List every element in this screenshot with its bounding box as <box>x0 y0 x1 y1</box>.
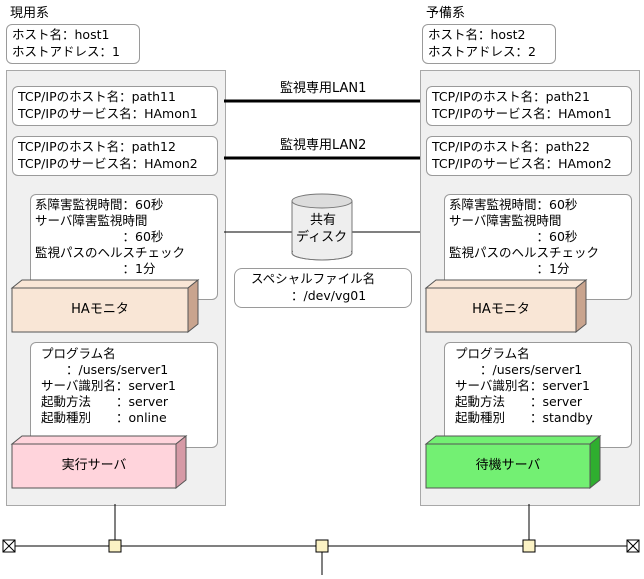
center-connector-icon <box>315 539 329 553</box>
lan2-label: 監視専用LAN2 <box>280 138 367 153</box>
primary-path2-service: TCP/IPのサービス名：HAmon2 <box>18 156 198 171</box>
primary-settings-line: ：1分 <box>35 261 156 276</box>
primary-program-line: プログラム名 <box>41 346 116 361</box>
primary-host-address: ホストアドレス：1 <box>12 44 120 59</box>
left-terminator-icon <box>2 539 16 553</box>
primary-host-name: ホスト名：host1 <box>12 27 110 42</box>
standby-path2-box: TCP/IPのホスト名：path22 TCP/IPのサービス名：HAmon2 <box>426 136 632 176</box>
right-terminator-icon <box>626 539 640 553</box>
primary-path1-service: TCP/IPのサービス名：HAmon1 <box>18 106 198 121</box>
primary-connector-icon <box>108 539 122 553</box>
primary-settings-line: 系障害監視時間：60秒 <box>35 197 164 212</box>
standby-settings-line: サーバ障害監視時間 <box>449 213 562 228</box>
special-file-box: スペシャルファイル名 ：/dev/vg01 <box>234 268 412 308</box>
primary-path2-host: TCP/IPのホスト名：path12 <box>18 139 176 154</box>
primary-program-line: サーバ識別名：server1 <box>41 378 176 393</box>
primary-settings-line: ：60秒 <box>35 229 164 244</box>
primary-ha-label: HAモニタ <box>71 302 129 317</box>
standby-connector-icon <box>522 539 536 553</box>
primary-program-line: ：/users/server1 <box>41 362 169 377</box>
standby-program-line: プログラム名 <box>455 346 530 361</box>
standby-path2-host: TCP/IPのホスト名：path22 <box>432 139 590 154</box>
standby-path1-box: TCP/IPのホスト名：path21 TCP/IPのサービス名：HAmon1 <box>426 86 632 126</box>
standby-program-line: 起動方法 ：server <box>455 394 583 409</box>
active-server-box <box>10 434 188 490</box>
primary-settings-line: サーバ障害監視時間 <box>35 213 148 228</box>
primary-settings-line: 監視パスのヘルスチェック <box>35 245 186 260</box>
lan1-label: 監視専用LAN1 <box>280 81 367 96</box>
standby-host-box: ホスト名：host2 ホストアドレス：2 <box>422 24 556 64</box>
standby-path2-service: TCP/IPのサービス名：HAmon2 <box>432 156 612 171</box>
standby-program-line: サーバ識別名：server1 <box>455 378 590 393</box>
standby-program-line: 起動種別 ：standby <box>455 410 593 425</box>
standby-program-line: ：/users/server1 <box>455 362 583 377</box>
standby-title: 予備系 <box>426 6 466 21</box>
shared-disk-icon <box>291 193 353 261</box>
special-file-label: スペシャルファイル名 <box>251 271 376 286</box>
primary-host-box: ホスト名：host1 ホストアドレス：1 <box>6 24 140 64</box>
primary-path1-host: TCP/IPのホスト名：path11 <box>18 89 176 104</box>
active-server-label: 実行サーバ <box>61 458 127 473</box>
standby-host-address: ホストアドレス：2 <box>428 44 536 59</box>
standby-settings-line: 系障害監視時間：60秒 <box>449 197 578 212</box>
standby-ha-monitor-box <box>424 278 588 334</box>
primary-program-line: 起動方法 ：server <box>41 394 169 409</box>
primary-program-box: プログラム名 ：/users/server1 サーバ識別名：server1 起動… <box>30 342 218 448</box>
special-file-path: ：/dev/vg01 <box>291 288 367 303</box>
standby-server-label: 待機サーバ <box>475 458 541 473</box>
standby-settings-line: 監視パスのヘルスチェック <box>449 245 600 260</box>
primary-ha-monitor-box <box>10 278 200 334</box>
standby-path1-host: TCP/IPのホスト名：path21 <box>432 89 590 104</box>
disk-label-line2: ディスク <box>296 230 348 245</box>
primary-title: 現用系 <box>10 6 50 21</box>
disk-label-line1: 共有 <box>310 213 337 228</box>
primary-path1-box: TCP/IPのホスト名：path11 TCP/IPのサービス名：HAmon1 <box>12 86 218 126</box>
standby-host-name: ホスト名：host2 <box>428 27 526 42</box>
standby-ha-label: HAモニタ <box>472 302 530 317</box>
standby-path1-service: TCP/IPのサービス名：HAmon1 <box>432 106 612 121</box>
primary-path2-box: TCP/IPのホスト名：path12 TCP/IPのサービス名：HAmon2 <box>12 136 218 176</box>
standby-settings-line: ：1分 <box>449 261 570 276</box>
standby-settings-line: ：60秒 <box>449 229 578 244</box>
primary-program-line: 起動種別 ：online <box>41 410 167 425</box>
standby-server-box <box>424 434 602 490</box>
